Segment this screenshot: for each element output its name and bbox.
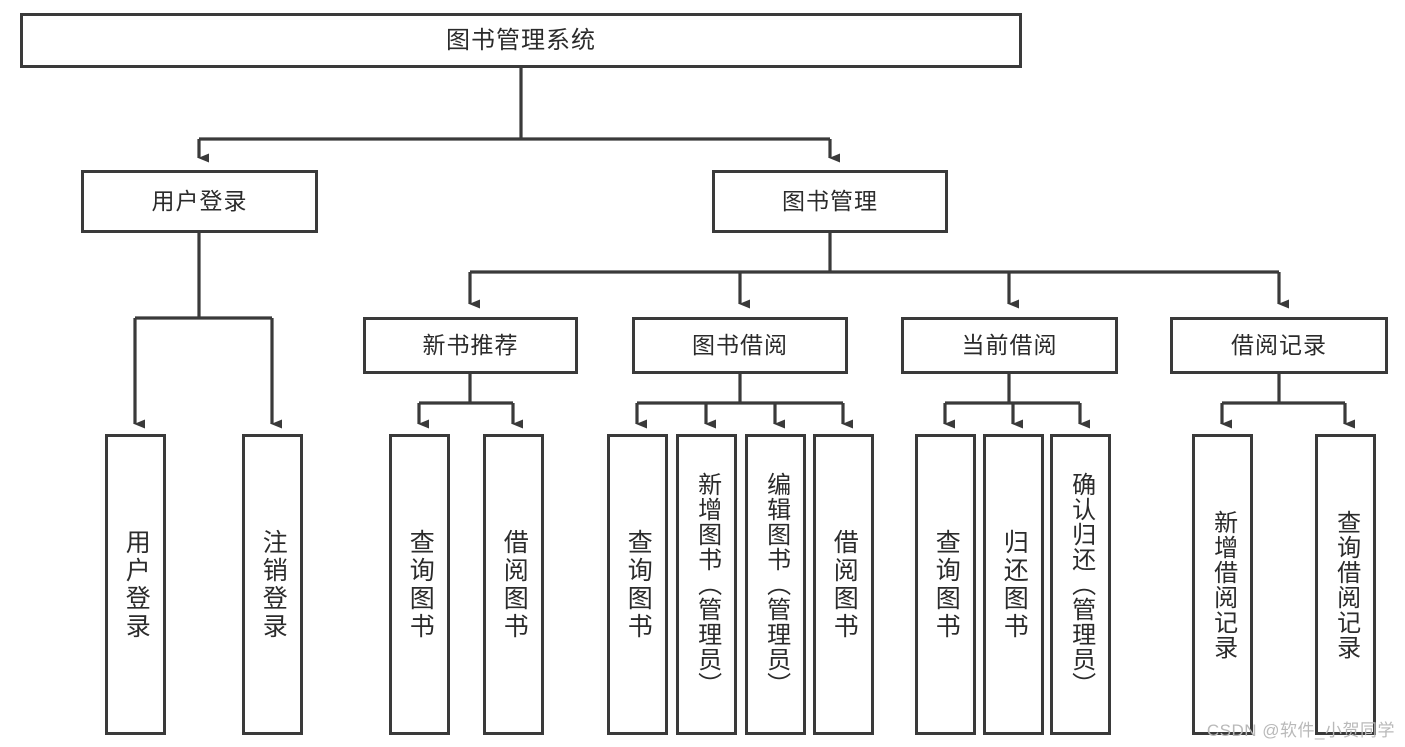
- node-label: 确认归还（管理员）: [1067, 472, 1095, 697]
- node-label: 新增借阅记录: [1209, 509, 1237, 660]
- node-book-borrow[interactable]: 图书借阅: [632, 317, 848, 374]
- node-leaf-borrow-book-1[interactable]: 借阅图书: [483, 434, 544, 735]
- node-leaf-query-book-3[interactable]: 查询图书: [915, 434, 976, 735]
- node-current-borrow[interactable]: 当前借阅: [901, 317, 1118, 374]
- node-new-book-recommend[interactable]: 新书推荐: [363, 317, 578, 374]
- node-label: 编辑图书（管理员）: [762, 472, 790, 697]
- node-label: 新书推荐: [422, 332, 519, 359]
- node-leaf-query-book-1[interactable]: 查询图书: [389, 434, 450, 735]
- node-label: 归还图书: [1000, 528, 1029, 641]
- node-leaf-add-book[interactable]: 新增图书（管理员）: [676, 434, 737, 735]
- node-borrow-record[interactable]: 借阅记录: [1170, 317, 1388, 374]
- node-leaf-add-record[interactable]: 新增借阅记录: [1192, 434, 1253, 735]
- node-root-system[interactable]: 图书管理系统: [20, 13, 1022, 68]
- node-label: 借阅图书: [830, 528, 859, 641]
- node-book-manage[interactable]: 图书管理: [712, 170, 948, 233]
- node-leaf-return-book[interactable]: 归还图书: [983, 434, 1044, 735]
- node-leaf-edit-book[interactable]: 编辑图书（管理员）: [745, 434, 806, 735]
- node-label: 图书借阅: [692, 332, 788, 359]
- node-label: 新增图书（管理员）: [693, 472, 721, 697]
- node-leaf-query-record[interactable]: 查询借阅记录: [1315, 434, 1376, 735]
- node-leaf-confirm-return[interactable]: 确认归还（管理员）: [1050, 434, 1111, 735]
- node-label: 查询借阅记录: [1332, 509, 1360, 660]
- node-label: 查询图书: [932, 528, 961, 641]
- node-leaf-user-login[interactable]: 用户登录: [105, 434, 166, 735]
- node-leaf-query-book-2[interactable]: 查询图书: [607, 434, 668, 735]
- node-label: 借阅记录: [1231, 332, 1327, 359]
- node-label: 查询图书: [624, 528, 653, 641]
- node-label: 借阅图书: [500, 528, 529, 641]
- node-label: 用户登录: [151, 188, 248, 215]
- node-leaf-logout-login[interactable]: 注销登录: [242, 434, 303, 735]
- node-label: 查询图书: [406, 528, 435, 641]
- node-user-login[interactable]: 用户登录: [81, 170, 318, 233]
- node-label: 当前借阅: [961, 332, 1058, 359]
- node-label: 注销登录: [259, 528, 288, 641]
- node-leaf-borrow-book-2[interactable]: 借阅图书: [813, 434, 874, 735]
- node-label: 图书管理: [782, 188, 878, 215]
- node-label: 用户登录: [122, 528, 151, 641]
- node-label: 图书管理系统: [446, 26, 596, 54]
